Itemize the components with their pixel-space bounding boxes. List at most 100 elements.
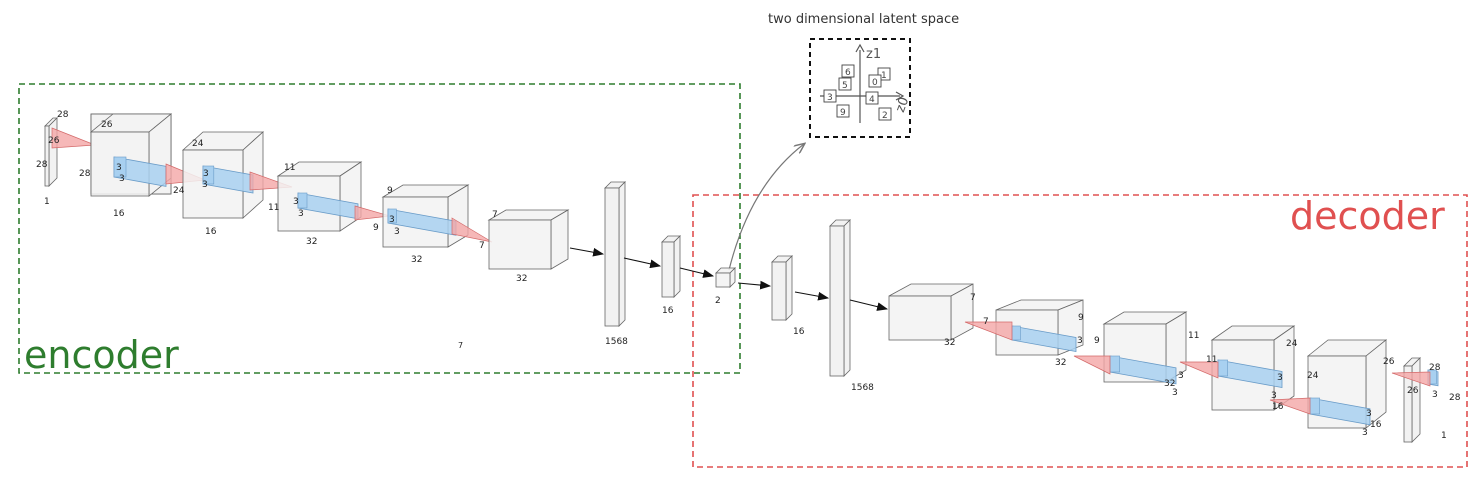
latent-digit: 2 [878, 107, 892, 121]
latent-digit-label: 1 [881, 71, 887, 81]
decoder-label: decoder [1290, 194, 1445, 238]
encoder-flatten-bar [604, 181, 626, 327]
latent-digit: 3 [823, 89, 837, 103]
decoder-dense-bar [771, 255, 793, 321]
dec-d3-c: 3 [1277, 373, 1283, 383]
enc-c1-k0: 3 [116, 163, 122, 173]
dec-d4-d: 3 [1362, 428, 1368, 438]
dec-d4-a: 24 [1307, 371, 1319, 381]
enc-c2-d0: 24 [192, 139, 204, 149]
encoder-conv2-kernel [202, 165, 254, 194]
decoder-cone-3 [1179, 361, 1219, 379]
enc-c2-out: 11 [268, 203, 279, 213]
encoder-conv4-kernel [387, 208, 457, 236]
dec-d1-c: 3 [1077, 336, 1083, 346]
enc-c4-k1: 3 [394, 227, 400, 237]
dec-out-b: 28 [1449, 393, 1461, 403]
decoder-cone-1 [964, 321, 1013, 341]
enc-c5-ch: 32 [516, 274, 527, 284]
decoder-region [692, 194, 1468, 468]
enc-c5-d0: 7 [492, 210, 498, 220]
encoder-label: encoder [24, 333, 179, 377]
dec-d3-d: 3 [1271, 391, 1277, 401]
encoder-input-slab [44, 117, 58, 187]
dec-out-ch: 1 [1441, 431, 1447, 441]
decoder-dense2-bar [829, 219, 851, 377]
latent-digit-label: 9 [840, 108, 846, 118]
dec-d2-d: 3 [1172, 388, 1178, 398]
decoder-cone-4 [1269, 397, 1311, 415]
dec-d1-b: 9 [1078, 313, 1084, 323]
enc-arrow-3 [679, 267, 715, 278]
dec-arrow-2 [794, 291, 830, 301]
enc-c1-d0: 26 [101, 120, 113, 130]
encoder-cone-3 [354, 205, 391, 221]
latent-size: 2 [715, 296, 721, 306]
dec-out-d: 26 [1407, 386, 1419, 396]
enc-arrow-1 [569, 247, 605, 257]
encoder-cone-4 [451, 217, 493, 243]
enc-arrow-2 [623, 257, 662, 269]
axis-z0-label: z0 [893, 95, 912, 114]
enc-c3-k0: 3 [293, 197, 299, 207]
decoder-reshape [888, 283, 974, 341]
encoder-region [18, 83, 741, 374]
latent-digit-label: 4 [869, 95, 875, 105]
enc-c2-k1: 3 [202, 180, 208, 190]
latent-connector-arrow [728, 144, 804, 271]
latent-digit-label: 5 [842, 81, 848, 91]
dec-d4-c: 3 [1366, 409, 1372, 419]
decoder-cone-2 [1073, 355, 1111, 375]
dec-re-d: 7 [970, 293, 976, 303]
enc-dense: 16 [662, 306, 674, 316]
enc-c4-ch: 32 [411, 255, 422, 265]
dec-d2-a: 9 [1094, 336, 1100, 346]
decoder-cone-5 [1391, 371, 1431, 387]
latent-digit-label: 2 [882, 111, 888, 121]
enc-c4-out: 7 [479, 241, 485, 251]
dec-d4-ch: 16 [1370, 420, 1382, 430]
latent-digit: 6 [841, 64, 855, 78]
enc-c3-out: 9 [373, 223, 379, 233]
dec-re-ch: 32 [944, 338, 955, 348]
enc-c3-ch: 32 [306, 237, 317, 247]
latent-digit: 0 [868, 74, 882, 88]
dec-arrow-3 [849, 299, 889, 311]
dec-d1-a: 7 [983, 317, 989, 327]
enc-c3-k1: 3 [298, 209, 304, 219]
latent-digit: 4 [865, 91, 879, 105]
dec-d3-b: 24 [1286, 339, 1298, 349]
latent-digit-label: 6 [845, 68, 851, 78]
enc-c1-k1: 3 [119, 174, 125, 184]
latent-digit: 9 [836, 104, 850, 118]
dec-dense: 16 [793, 327, 805, 337]
decoder-output-slab [1403, 357, 1421, 443]
decoder-deconv3-kernel [1217, 359, 1283, 388]
enc-c1-ch: 16 [113, 209, 125, 219]
dec-d1-ch: 32 [1055, 358, 1066, 368]
enc-c3-d0: 11 [284, 163, 295, 173]
enc-stray: 7 [458, 341, 463, 350]
enc-in-d2: 28 [79, 169, 91, 179]
enc-c2-ch: 16 [205, 227, 217, 237]
enc-in-ch: 1 [44, 197, 50, 207]
encoder-conv1-kernel [113, 156, 167, 187]
enc-c2-k0: 3 [203, 169, 209, 179]
enc-c4-d0: 9 [387, 186, 393, 196]
dec-arrow-1 [737, 280, 772, 290]
enc-c1-d1: 26 [48, 136, 60, 146]
encoder-dense-bar [661, 235, 681, 298]
enc-in-d0: 28 [57, 110, 69, 120]
dec-d2-ch: 32 [1164, 379, 1175, 389]
encoder-kernel-0 [51, 127, 96, 149]
latent-cube [715, 267, 736, 288]
axis-z1-label: z1 [866, 47, 881, 62]
dec-d3-a: 11 [1206, 355, 1217, 365]
dec-d2-c: 3 [1178, 371, 1184, 381]
dec-out-a: 28 [1429, 363, 1441, 373]
latent-digit-label: 3 [827, 93, 833, 103]
dec-d4-b: 26 [1383, 357, 1395, 367]
dec-d3-ch: 16 [1272, 402, 1284, 412]
enc-c1-out: 24 [173, 186, 185, 196]
